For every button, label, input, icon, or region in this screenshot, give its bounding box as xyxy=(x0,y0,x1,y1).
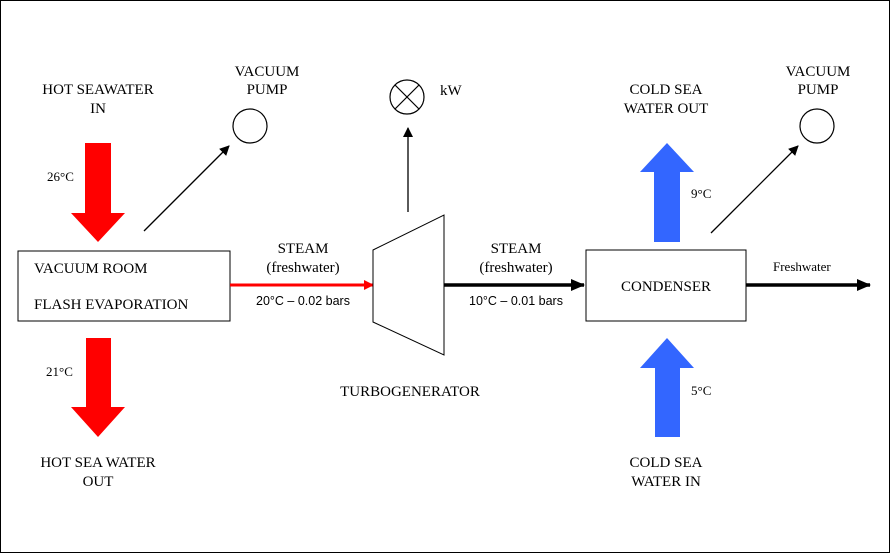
vacuum-pump-left-label-line1: VACUUM xyxy=(235,64,300,80)
hot-sea-water-out-label-line1: HOT SEA WATER xyxy=(40,455,155,471)
condenser-label: CONDENSER xyxy=(621,279,711,295)
vacuum-pump-right-icon xyxy=(799,108,835,144)
cold-sea-water-out-label-line2: WATER OUT xyxy=(624,101,709,117)
cold-water-in-arrow xyxy=(640,338,694,437)
turbine-icon xyxy=(372,214,445,356)
cold-sea-water-out-label-line1: COLD SEA xyxy=(630,82,703,98)
steam-left-freshwater-label: (freshwater) xyxy=(266,260,339,276)
cold-sea-water-in-label-line1: COLD SEA xyxy=(630,455,703,471)
steam-right-conditions: 10°C – 0.01 bars xyxy=(469,294,563,308)
cold-sea-water-in-label-line2: WATER IN xyxy=(631,474,701,490)
vacuum-room-label: VACUUM ROOM xyxy=(34,261,148,277)
hot-water-out-arrow xyxy=(71,338,125,437)
vacuum-line-left xyxy=(143,145,230,232)
turbogenerator-label: TURBOGENERATOR xyxy=(340,384,480,400)
steam-right-freshwater-label: (freshwater) xyxy=(479,260,552,276)
vacuum-pump-right-label-line2: PUMP xyxy=(798,82,839,98)
steam-left-label: STEAM xyxy=(278,241,329,257)
hot-sea-water-out-label-line2: OUT xyxy=(83,474,114,490)
generator-icon xyxy=(389,79,425,115)
hot-in-temperature: 26°C xyxy=(47,169,74,184)
steam-left-conditions: 20°C – 0.02 bars xyxy=(256,294,350,308)
vacuum-pump-left-label-line2: PUMP xyxy=(247,82,288,98)
steam-right-label: STEAM xyxy=(491,241,542,257)
flash-evaporation-label: FLASH EVAPORATION xyxy=(34,297,188,313)
hot-water-in-arrow xyxy=(71,143,125,242)
cold-in-temperature: 5°C xyxy=(691,383,711,398)
vacuum-pump-right-label-line1: VACUUM xyxy=(786,64,851,80)
cold-out-temperature: 9°C xyxy=(691,186,711,201)
condenser-box xyxy=(585,249,747,322)
vacuum-room-box xyxy=(17,250,231,322)
hot-seawater-in-label-line2: IN xyxy=(90,101,106,117)
kw-label: kW xyxy=(440,83,463,99)
freshwater-label: Freshwater xyxy=(773,259,831,274)
hot-out-temperature: 21°C xyxy=(46,364,73,379)
cold-water-out-arrow xyxy=(640,143,694,242)
vacuum-line-right xyxy=(710,145,799,234)
vacuum-pump-left-icon xyxy=(232,108,268,144)
hot-seawater-in-label-line1: HOT SEAWATER xyxy=(42,82,153,98)
